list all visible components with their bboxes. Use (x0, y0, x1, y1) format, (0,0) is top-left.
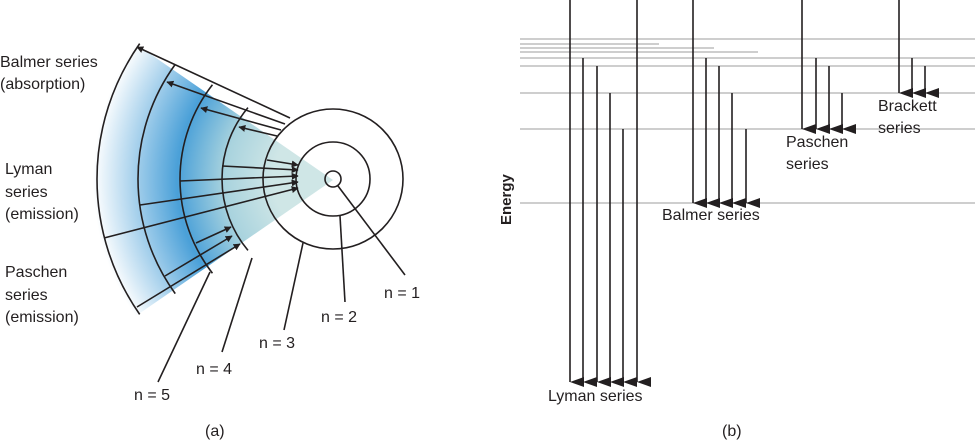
paschen-emission-label-2: series (5, 287, 48, 304)
brackett-series-label-2: series (878, 120, 921, 137)
pointer-n1 (337, 185, 406, 276)
lyman-emission-arrow (179, 172, 299, 182)
balmer-absorption-arrow (200, 106, 282, 131)
paschen-emission-arrow (164, 235, 233, 277)
balmer-series-label: Balmer series (662, 207, 760, 224)
paschen-emission-label: Paschen (5, 264, 67, 281)
energy-axis-label: Energy (498, 173, 515, 225)
caption-a: (a) (205, 423, 225, 440)
balmer-absorption-arrow (136, 46, 291, 119)
paschen-series-label-2: series (786, 156, 829, 173)
lyman-series-label: Lyman series (548, 388, 643, 405)
paschen-emission-arrow (136, 243, 241, 308)
brackett-series-label: Brackett (878, 98, 937, 115)
paschen-emission-arrow (195, 226, 232, 244)
orbit-n3-shell (262, 108, 404, 250)
lyman-emission-label: Lyman (5, 161, 52, 178)
lyman-emission-label-3: (emission) (5, 206, 79, 223)
pointer-n2 (339, 215, 346, 303)
caption-b: (b) (722, 423, 742, 440)
balmer-absorption-arrow (238, 125, 278, 137)
orbit-n1 (324, 170, 342, 188)
panel-b-energy-levels: Energy Lyman series Balmer series Pasche… (498, 0, 975, 440)
balmer-absorption-label: Balmer series (0, 54, 98, 71)
pointer-n5 (157, 271, 211, 383)
outer-orbit-arc (96, 43, 141, 315)
balmer-absorption-label-2: (absorption) (0, 76, 85, 93)
lyman-emission-arrow (103, 186, 299, 239)
panel-a-orbit-diagram: n = 1 n = 2 n = 3 n = 4 n = 5 Balmer ser… (0, 40, 420, 440)
paschen-emission-label-3: (emission) (5, 309, 79, 326)
label-n3: n = 3 (259, 335, 295, 352)
lyman-emission-label-2: series (5, 184, 48, 201)
lyman-emission-arrow (221, 165, 299, 174)
orbit-n5-arc (179, 84, 214, 274)
label-n1: n = 1 (384, 285, 420, 302)
label-n2: n = 2 (321, 309, 357, 326)
lyman-emission-arrow (266, 159, 299, 168)
pointer-n3 (283, 242, 304, 331)
label-n4: n = 4 (196, 361, 232, 378)
label-n5: n = 5 (134, 387, 170, 404)
lyman-emission-arrow (139, 179, 299, 206)
balmer-absorption-arrow (166, 80, 286, 125)
orbit-n6-arc (137, 63, 176, 295)
pointer-n4 (221, 257, 253, 353)
paschen-series-label: Paschen (786, 134, 848, 151)
